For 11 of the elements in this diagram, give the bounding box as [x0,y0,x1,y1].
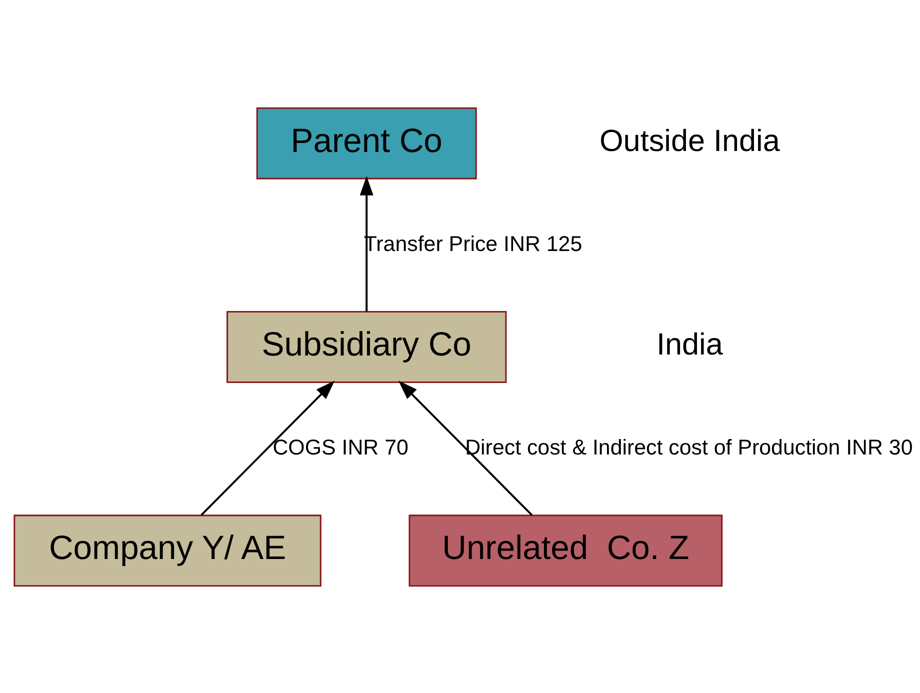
arrow [398,380,533,516]
edge-label: Direct cost & Indirect cost of Production INR 30 [465,434,913,459]
node-box: Subsidiary Co [226,310,507,382]
arrow [360,176,374,311]
label: Outside India [600,124,780,158]
node-box: Company Y/ AE [14,514,322,586]
label: India [656,327,723,362]
edge-label: COGS INR 70 [272,434,408,459]
node-box: Parent Co [256,106,477,179]
node-box: Unrelated Co. Z [408,514,723,586]
arrow [200,380,335,516]
